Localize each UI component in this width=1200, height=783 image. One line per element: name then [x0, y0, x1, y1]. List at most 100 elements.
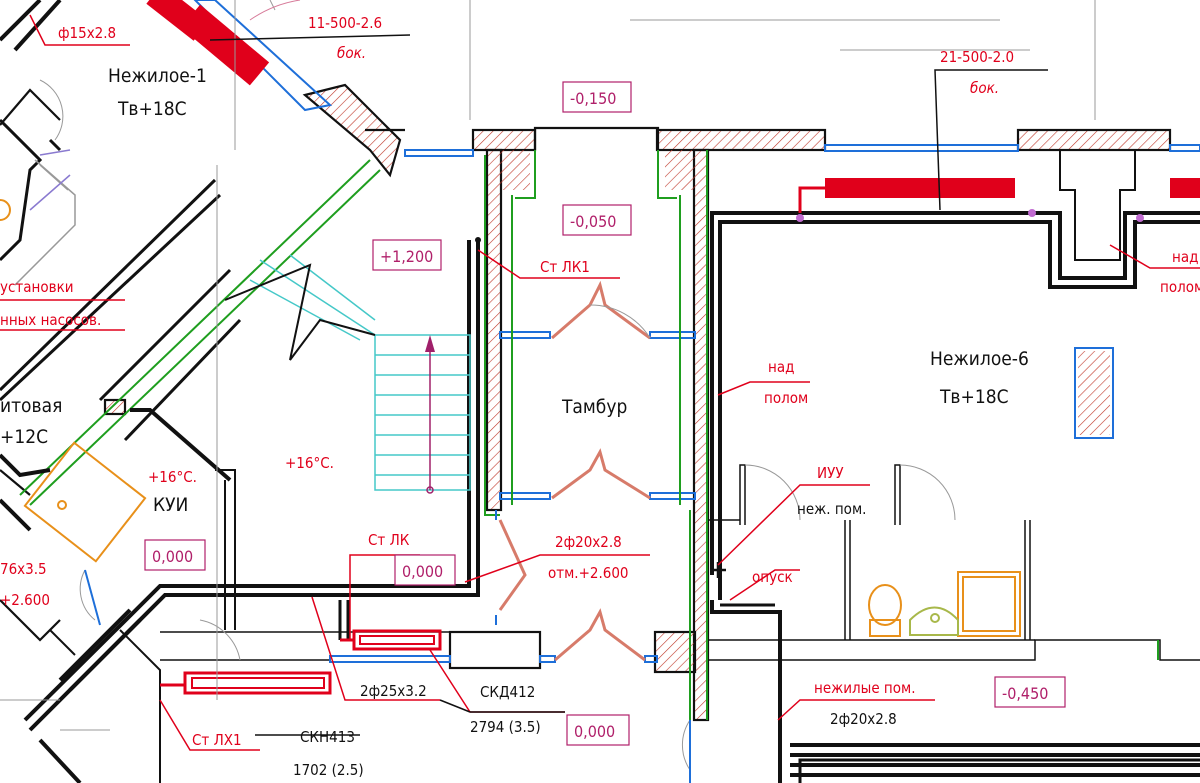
fixtures — [0, 199, 1021, 637]
window — [499, 492, 551, 500]
label-iuu: ИУУ — [817, 464, 844, 482]
level-box-bottom — [566, 714, 630, 746]
level-box-stair — [372, 239, 442, 271]
window — [649, 331, 696, 339]
room-name-nonres6: Нежилое-6 — [930, 348, 1029, 370]
label-pipe-76-mark: +2.600 — [0, 591, 50, 609]
window — [1169, 144, 1200, 152]
label-pipe-2f20-mark: отм.+2.600 — [548, 564, 629, 582]
left-room-name: итовая — [0, 395, 62, 417]
label-pump-2: нных насосов. — [0, 311, 101, 329]
radiator-21-500 — [825, 178, 1015, 198]
radiator-11-500-b — [180, 4, 270, 86]
level-marks: -0,150 -0,050 +1,200 0,000 0,000 0,000 -… — [152, 89, 1048, 741]
entry-frame — [533, 126, 660, 150]
wall-segment — [471, 128, 537, 152]
label-pipe-2f20-bottom: 2ф20х2.8 — [830, 710, 897, 728]
insulation — [19, 150, 1159, 720]
label-above-floor-1: над — [768, 358, 794, 376]
heating-pipes-left — [0, 408, 232, 783]
left-room-temp: +12С — [0, 426, 48, 448]
room-labels: Нежилое-1 Тв+18С Нежилое-6 Тв+18С Тамбур… — [0, 65, 1029, 516]
wall-bottom — [448, 630, 542, 670]
level-box-kui — [144, 539, 206, 571]
vent-hatch — [1078, 351, 1110, 435]
label-nonres-rooms: нежилые пом. — [814, 679, 915, 697]
window — [404, 149, 474, 157]
partition — [894, 464, 901, 525]
cabinet — [957, 571, 1021, 637]
annotations: ф15х2.8 11-500-2.6 бок. 21-500-2.0 бок. … — [0, 14, 1200, 779]
wall-column — [1059, 150, 1136, 261]
label-pipe-2f20-top: 2ф20х2.8 — [555, 533, 622, 551]
level-box-top — [562, 81, 632, 113]
stair — [249, 254, 471, 491]
label-st-lk: Ст ЛК — [368, 531, 410, 549]
level-box-right — [994, 676, 1066, 708]
level-st-lk: 0,000 — [402, 562, 443, 581]
label-pipe-15: ф15х2.8 — [58, 24, 116, 42]
toilet — [868, 584, 902, 626]
wall-segment — [1016, 128, 1172, 152]
label-skn-power: 1702 (2.5) — [293, 761, 364, 779]
level-stair-landing: +1,200 — [380, 247, 433, 266]
room-temp-nonres1: Тв+18С — [117, 98, 187, 120]
label-radiator-21-side: бок. — [970, 79, 999, 97]
doors — [39, 79, 956, 771]
wall-vestibule-left — [485, 148, 503, 512]
level-box-vestibule — [562, 204, 632, 236]
wall-line — [0, 88, 61, 126]
window — [824, 144, 1019, 152]
label-st-lkh1: Ст ЛХ1 — [192, 731, 242, 749]
stair-arrow — [425, 335, 435, 494]
room-temp-nonres6: Тв+18С — [939, 386, 1009, 408]
radiators — [146, 0, 1200, 695]
wall-corner — [665, 150, 695, 190]
wall-segment — [103, 398, 127, 416]
leader-lines — [29, 14, 1200, 751]
window — [539, 655, 556, 663]
room-name-nonres1: Нежилое-1 — [108, 65, 207, 87]
wall-line — [0, 599, 61, 642]
boiler — [23, 441, 147, 563]
radiator-right — [1170, 178, 1200, 198]
level-box-st-lk — [394, 554, 456, 586]
label-iuu-sub: неж. пом. — [797, 500, 866, 518]
radiator-skd412 — [352, 629, 442, 651]
partition — [739, 464, 746, 525]
room-name-vestibule: Тамбур — [561, 396, 627, 418]
label-radiator-21: 21-500-2.0 — [940, 48, 1014, 66]
wall-diagonal — [302, 83, 402, 178]
wall-line — [49, 629, 76, 656]
level-right: -0,450 — [1002, 684, 1048, 703]
kui-temp: +16°С. — [148, 468, 197, 486]
window-diagonal — [193, 0, 333, 112]
label-skd: СКД412 — [480, 683, 535, 701]
wall-segment — [655, 128, 827, 152]
level-vestibule: -0,050 — [570, 212, 616, 231]
kui-name: КУИ — [153, 494, 188, 516]
window-vent — [1074, 347, 1114, 439]
label-above-floor-2: полом — [764, 389, 808, 407]
level-boxes — [144, 81, 1066, 746]
label-pump-1: установки — [0, 278, 73, 296]
level-kui: 0,000 — [152, 547, 193, 566]
window — [329, 655, 451, 663]
windows — [329, 144, 1200, 663]
break-line — [224, 263, 376, 361]
level-top-entry: -0,150 — [570, 89, 616, 108]
label-radiator-11-side: бок. — [337, 44, 366, 62]
stair-temp: +16°С. — [285, 454, 334, 472]
label-st-lk1: Ст ЛК1 — [540, 258, 590, 276]
wall-line — [119, 629, 161, 783]
label-descent: опуск — [752, 568, 793, 586]
level-bottom: 0,000 — [574, 722, 615, 741]
label-skd-power: 2794 (3.5) — [470, 718, 541, 736]
label-skn: СКН413 — [300, 728, 355, 746]
wall-line — [215, 469, 236, 630]
radiator-skn413 — [183, 671, 332, 695]
